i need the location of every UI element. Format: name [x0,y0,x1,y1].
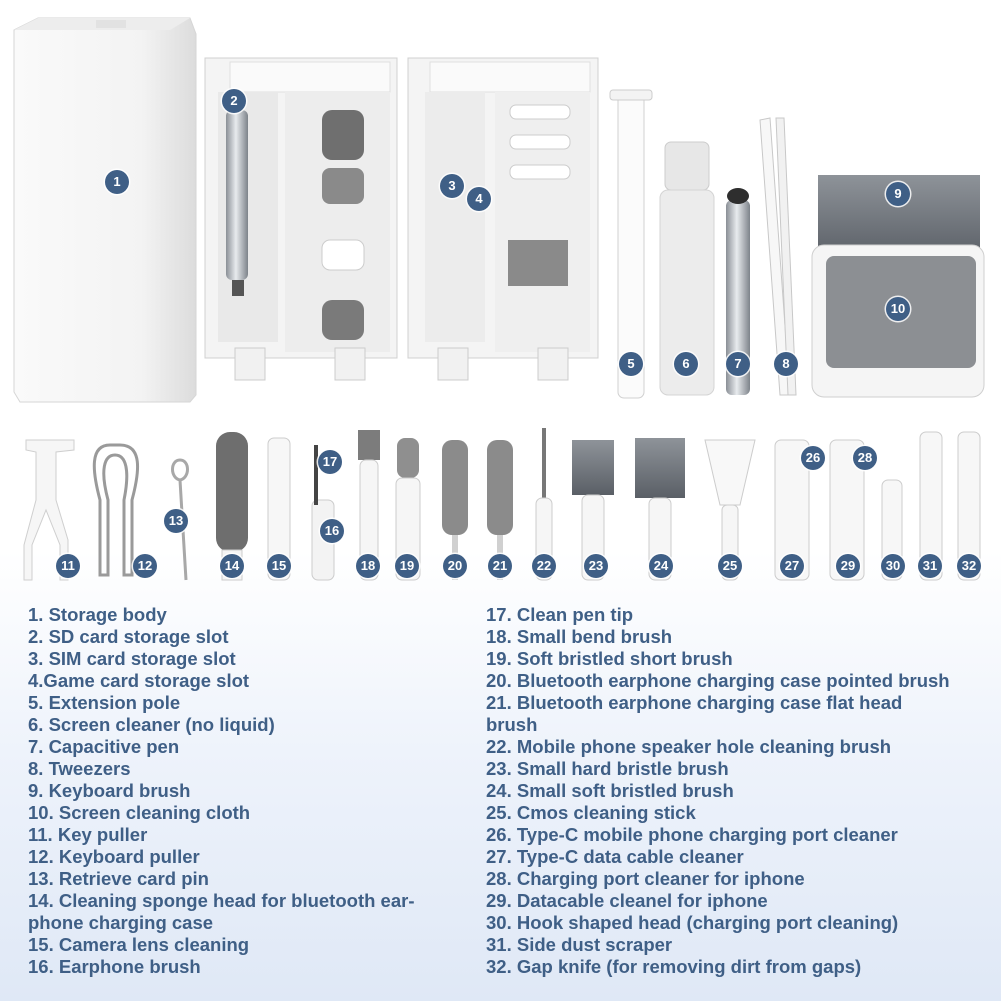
legend-item: 9. Keyboard brush [28,780,191,801]
legend-item: 27. Type-C data cable cleaner [486,846,744,867]
tools-artwork [13,17,985,581]
legend-item: 29. Datacable cleanel for iphone [486,890,768,911]
legend-item: 11. Key puller [28,824,148,845]
organizer-open-1 [204,57,398,381]
legend-item: 17. Clean pen tip [486,604,634,625]
legend-item: 22. Mobile phone speaker hole cleaning b… [486,736,892,757]
legend-item: 23. Small hard bristle brush [486,758,729,779]
badge-8: 8 [774,352,798,376]
badge-6: 6 [674,352,698,376]
organizer-open-2 [407,57,599,381]
badge-3: 3 [440,174,464,198]
legend-item: 4.Game card storage slot [28,670,250,691]
badge-32: 32 [957,554,981,578]
legend-item: 15. Camera lens cleaning [28,934,250,955]
legend-item: 6. Screen cleaner (no liquid) [28,714,275,735]
badge-24: 24 [649,554,673,578]
badge-30: 30 [881,554,905,578]
legend-item: 26. Type-C mobile phone charging port cl… [486,824,898,845]
badge-4: 4 [467,187,491,211]
badge-20: 20 [443,554,467,578]
storage-body [13,17,197,403]
badge-2: 2 [222,89,246,113]
legend-item: 18. Small bend brush [486,626,673,647]
legend-item: 21. Bluetooth earphone charging case fla… [486,692,903,713]
capacitive-pen [726,200,750,395]
legend-item: 2. SD card storage slot [28,626,229,647]
legend-item: 25. Cmos cleaning stick [486,802,696,823]
badge-16: 16 [320,519,344,543]
legend-item: 32. Gap knife (for removing dirt from ga… [486,956,862,977]
legend-item: 16. Earphone brush [28,956,201,977]
keyboard-brush [811,175,985,398]
legend-item: 3. SIM card storage slot [28,648,236,669]
legend-item: 28. Charging port cleaner for iphone [486,868,805,889]
badge-11: 11 [56,554,80,578]
badge-31: 31 [918,554,942,578]
badge-9: 9 [886,182,910,206]
legend-item: 8. Tweezers [28,758,131,779]
badge-21: 21 [488,554,512,578]
legend-item: phone charging case [28,912,214,933]
legend-left: 1. Storage body 2. SD card storage slot … [28,604,473,978]
badge-1: 1 [105,170,129,194]
badge-22: 22 [532,554,556,578]
legend-right: 17. Clean pen tip 18. Small bend brush 1… [486,604,996,978]
legend-item: 12. Keyboard puller [28,846,200,867]
badge-7: 7 [726,352,750,376]
badge-5: 5 [619,352,643,376]
badge-17: 17 [318,450,342,474]
legend-item: 30. Hook shaped head (charging port clea… [486,912,899,933]
product-illustration: 1 2 3 4 5 6 7 8 9 10 11 12 13 14 15 16 1… [13,17,985,581]
badge-29: 29 [836,554,860,578]
badge-18: 18 [356,554,380,578]
badge-26: 26 [801,446,825,470]
legend-item: 20. Bluetooth earphone charging case poi… [486,670,950,691]
badge-23: 23 [584,554,608,578]
badge-13: 13 [164,509,188,533]
legend-item: 24. Small soft bristled brush [486,780,734,801]
legend-item: brush [486,714,538,735]
badge-15: 15 [267,554,291,578]
badge-28: 28 [853,446,877,470]
legend-item: 31. Side dust scraper [486,934,673,955]
badge-12: 12 [133,554,157,578]
badge-25: 25 [718,554,742,578]
legend-item: 5. Extension pole [28,692,181,713]
legend-item: 7. Capacitive pen [28,736,180,757]
legend-item: 14. Cleaning sponge head for bluetooth e… [28,890,415,911]
badge-19: 19 [395,554,419,578]
screen-cleaner [664,141,710,191]
legend-item: 19. Soft bristled short brush [486,648,733,669]
legend-item: 13. Retrieve card pin [28,868,209,889]
badge-10: 10 [886,297,910,321]
legend-item: 10. Screen cleaning cloth [28,802,251,823]
legend-item: 1. Storage body [28,604,167,625]
badge-14: 14 [220,554,244,578]
badge-27: 27 [780,554,804,578]
